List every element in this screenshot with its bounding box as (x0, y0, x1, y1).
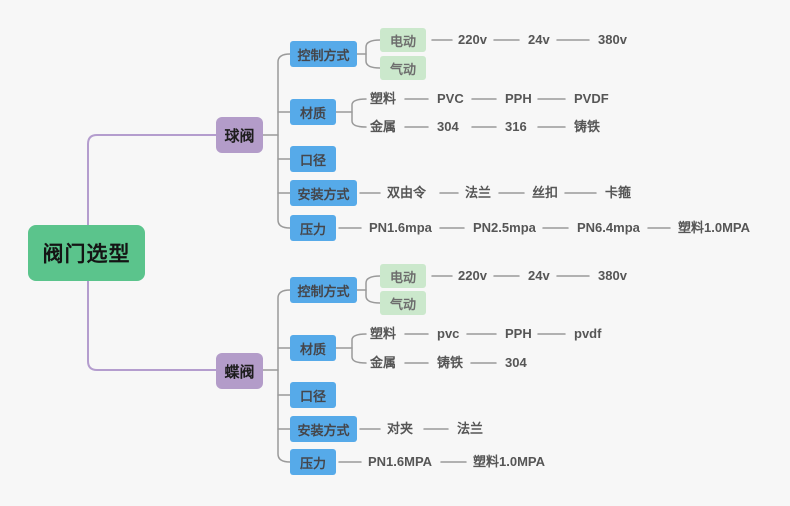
branch-node-butterfly-valve[interactable]: 蝶阀 (216, 353, 263, 389)
leaf-ball-316[interactable]: 316 (505, 119, 527, 134)
leaf-butterfly-metal[interactable]: 金属 (370, 355, 397, 370)
leaf-ball-voltage-220v[interactable]: 220v (458, 32, 487, 47)
leaf-ball-pn25[interactable]: PN2.5mpa (473, 220, 536, 235)
leaf-butterfly-plastic-10mpa[interactable]: 塑料1.0MPA (473, 454, 545, 469)
leaf-ball-pph[interactable]: PPH (505, 91, 532, 106)
leaf-ball-cast-iron[interactable]: 铸铁 (574, 119, 601, 134)
leaf-butterfly-304[interactable]: 304 (505, 355, 527, 370)
category-ball-diameter[interactable]: 口径 (290, 146, 336, 172)
leaf-ball-plastic[interactable]: 塑料 (370, 91, 397, 106)
leaf-butterfly-voltage-380v[interactable]: 380v (598, 268, 627, 283)
leaf-butterfly-pvdf[interactable]: pvdf (574, 326, 602, 341)
category-butterfly-install-method[interactable]: 安装方式 (290, 416, 357, 442)
category-butterfly-material[interactable]: 材质 (290, 335, 336, 361)
leaf-ball-thread[interactable]: 丝扣 (532, 185, 559, 200)
sub-ball-electric[interactable]: 电动 (380, 28, 426, 52)
leaf-ball-clamp[interactable]: 卡箍 (605, 185, 632, 200)
branch-node-ball-valve[interactable]: 球阀 (216, 117, 263, 153)
leaf-ball-voltage-24v[interactable]: 24v (528, 32, 550, 47)
sub-ball-pneumatic[interactable]: 气动 (380, 56, 426, 80)
leaf-ball-plastic-10mpa[interactable]: 塑料1.0MPA (678, 220, 750, 235)
leaf-ball-pn64[interactable]: PN6.4mpa (577, 220, 640, 235)
category-ball-pressure[interactable]: 压力 (290, 215, 336, 241)
leaf-ball-metal[interactable]: 金属 (370, 119, 397, 134)
sub-butterfly-electric[interactable]: 电动 (380, 264, 426, 288)
leaf-butterfly-pvc[interactable]: pvc (437, 326, 460, 341)
leaf-ball-pvc[interactable]: PVC (437, 91, 464, 106)
leaf-butterfly-voltage-220v[interactable]: 220v (458, 268, 487, 283)
leaf-butterfly-cast-iron[interactable]: 铸铁 (437, 355, 464, 370)
leaf-ball-flange[interactable]: 法兰 (465, 185, 492, 200)
leaf-butterfly-voltage-24v[interactable]: 24v (528, 268, 550, 283)
leaf-ball-304[interactable]: 304 (437, 119, 459, 134)
category-butterfly-pressure[interactable]: 压力 (290, 449, 336, 475)
leaf-butterfly-flange[interactable]: 法兰 (457, 421, 484, 436)
category-butterfly-control-method[interactable]: 控制方式 (290, 277, 357, 303)
leaf-ball-pn16[interactable]: PN1.6mpa (369, 220, 432, 235)
leaf-ball-pvdf[interactable]: PVDF (574, 91, 609, 106)
leaf-butterfly-pph[interactable]: PPH (505, 326, 532, 341)
category-butterfly-diameter[interactable]: 口径 (290, 382, 336, 408)
leaf-ball-voltage-380v[interactable]: 380v (598, 32, 627, 47)
leaf-ball-double-union[interactable]: 双由令 (387, 185, 427, 200)
leaf-butterfly-wafer[interactable]: 对夹 (387, 421, 414, 436)
leaf-butterfly-plastic[interactable]: 塑料 (370, 326, 397, 341)
category-ball-control-method[interactable]: 控制方式 (290, 41, 357, 67)
sub-butterfly-pneumatic[interactable]: 气动 (380, 291, 426, 315)
category-ball-material[interactable]: 材质 (290, 99, 336, 125)
leaf-butterfly-pn16[interactable]: PN1.6MPA (368, 454, 433, 469)
category-ball-install-method[interactable]: 安装方式 (290, 180, 357, 206)
root-node[interactable]: 阀门选型 (28, 225, 145, 281)
